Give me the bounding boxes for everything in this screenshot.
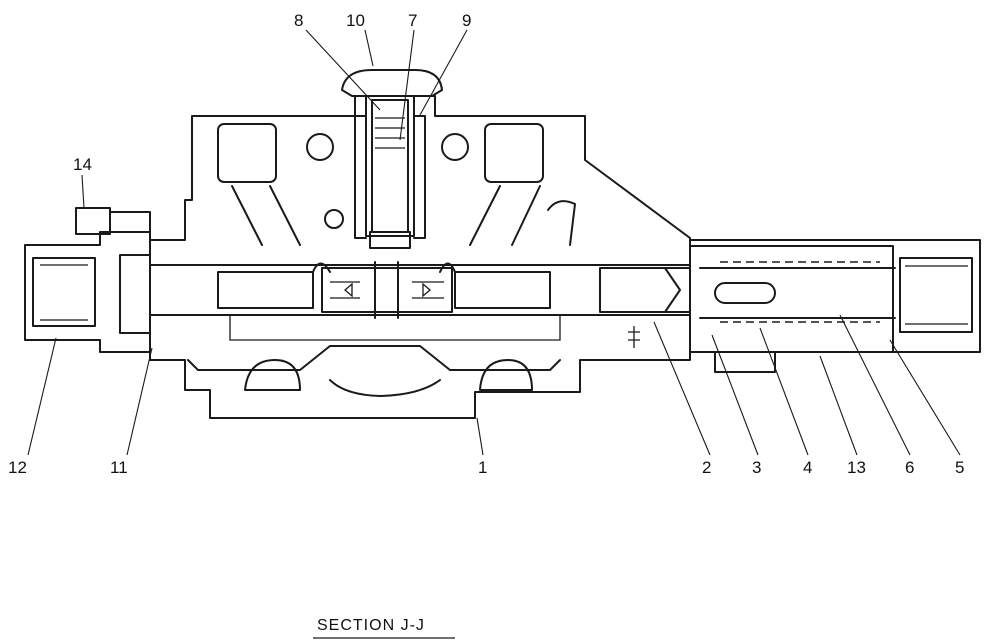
spring-cap xyxy=(689,239,981,373)
callout-labels: 8 10 7 9 14 12 11 1 2 3 4 13 6 5 xyxy=(8,11,964,477)
relief-plug-assembly xyxy=(341,69,443,249)
callout-10: 10 xyxy=(346,11,365,30)
callout-12: 12 xyxy=(8,458,27,477)
callout-7: 7 xyxy=(408,11,417,30)
callout-11: 11 xyxy=(110,458,128,477)
callout-8: 8 xyxy=(294,11,303,30)
callout-14: 14 xyxy=(73,155,92,174)
callout-3: 3 xyxy=(752,458,761,477)
section-caption: SECTION J-J xyxy=(313,617,455,639)
leader-lines xyxy=(27,29,961,456)
valve-body xyxy=(149,95,894,419)
callout-6: 6 xyxy=(905,458,914,477)
section-label: SECTION J-J xyxy=(317,617,425,634)
callout-2: 2 xyxy=(702,458,711,477)
callout-1: 1 xyxy=(478,458,487,477)
callout-4: 4 xyxy=(803,458,812,477)
callout-9: 9 xyxy=(462,11,471,30)
callout-5: 5 xyxy=(955,458,964,477)
spool xyxy=(149,261,691,348)
callout-13: 13 xyxy=(847,458,866,477)
left-port-cap xyxy=(24,207,151,353)
